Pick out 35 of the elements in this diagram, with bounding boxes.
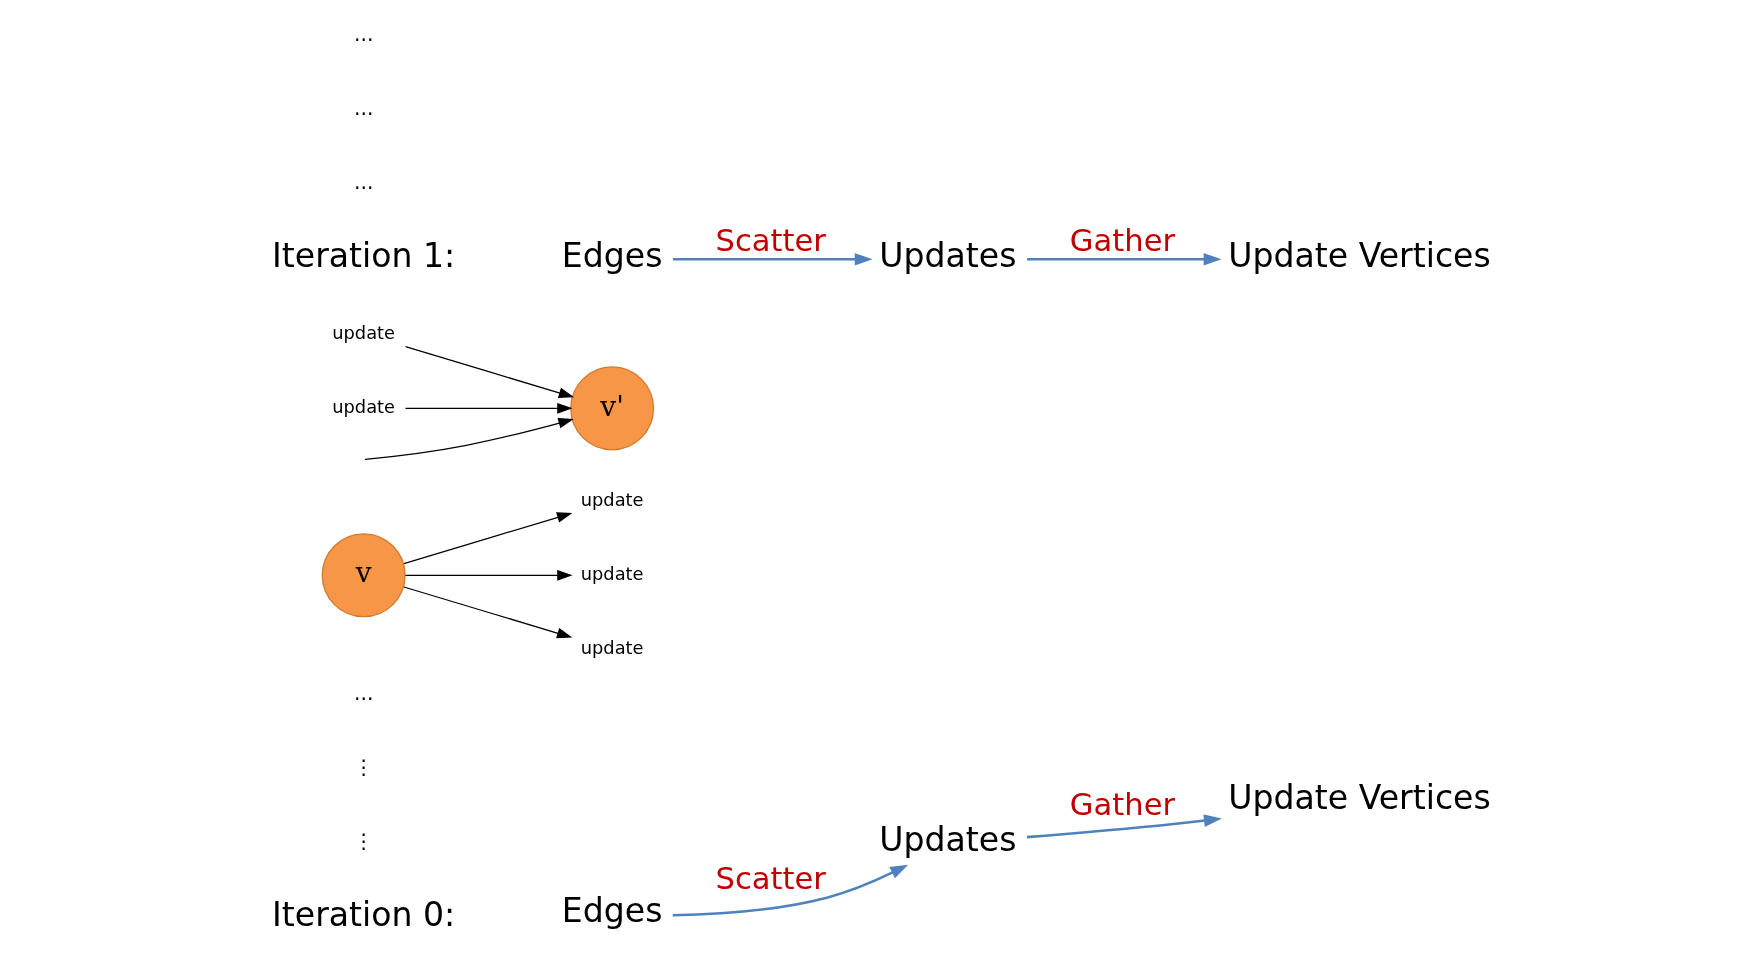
arrow <box>673 253 873 266</box>
node-circle: v' <box>570 366 655 451</box>
node-text: Update Vertices <box>1228 777 1491 817</box>
arrow <box>1027 253 1222 266</box>
label: ... <box>353 169 374 194</box>
arrow <box>1026 814 1222 839</box>
arrow <box>404 346 575 399</box>
node-text: update <box>580 636 644 658</box>
node-text: Edges <box>561 891 663 931</box>
label: ... <box>353 680 374 705</box>
label: ⋮ <box>353 828 374 853</box>
arrow <box>672 864 909 917</box>
arrow <box>404 569 573 581</box>
arrow <box>404 403 573 414</box>
edge-label: Gather <box>1069 787 1176 823</box>
edge-label: Scatter <box>715 861 826 897</box>
arrow <box>403 586 573 639</box>
edge-label: Gather <box>1069 222 1176 258</box>
arrow <box>403 512 573 565</box>
node-text: Update Vertices <box>1228 236 1491 276</box>
label: Iteration 0: <box>272 895 456 935</box>
node-text: Updates <box>879 236 1017 276</box>
label: Iteration 1: <box>272 236 456 276</box>
node-text: Updates <box>879 819 1017 859</box>
node-text: update <box>332 396 396 418</box>
node-text: update <box>580 489 644 511</box>
label: ... <box>353 22 374 47</box>
label: ⋮ <box>353 754 374 779</box>
edge-label: Scatter <box>715 222 826 258</box>
arrow <box>364 418 574 460</box>
label: ... <box>353 96 374 121</box>
node-text: Edges <box>561 236 663 276</box>
node-text: update <box>580 563 644 585</box>
node-text: update <box>332 322 396 344</box>
node-circle: v <box>321 533 406 618</box>
